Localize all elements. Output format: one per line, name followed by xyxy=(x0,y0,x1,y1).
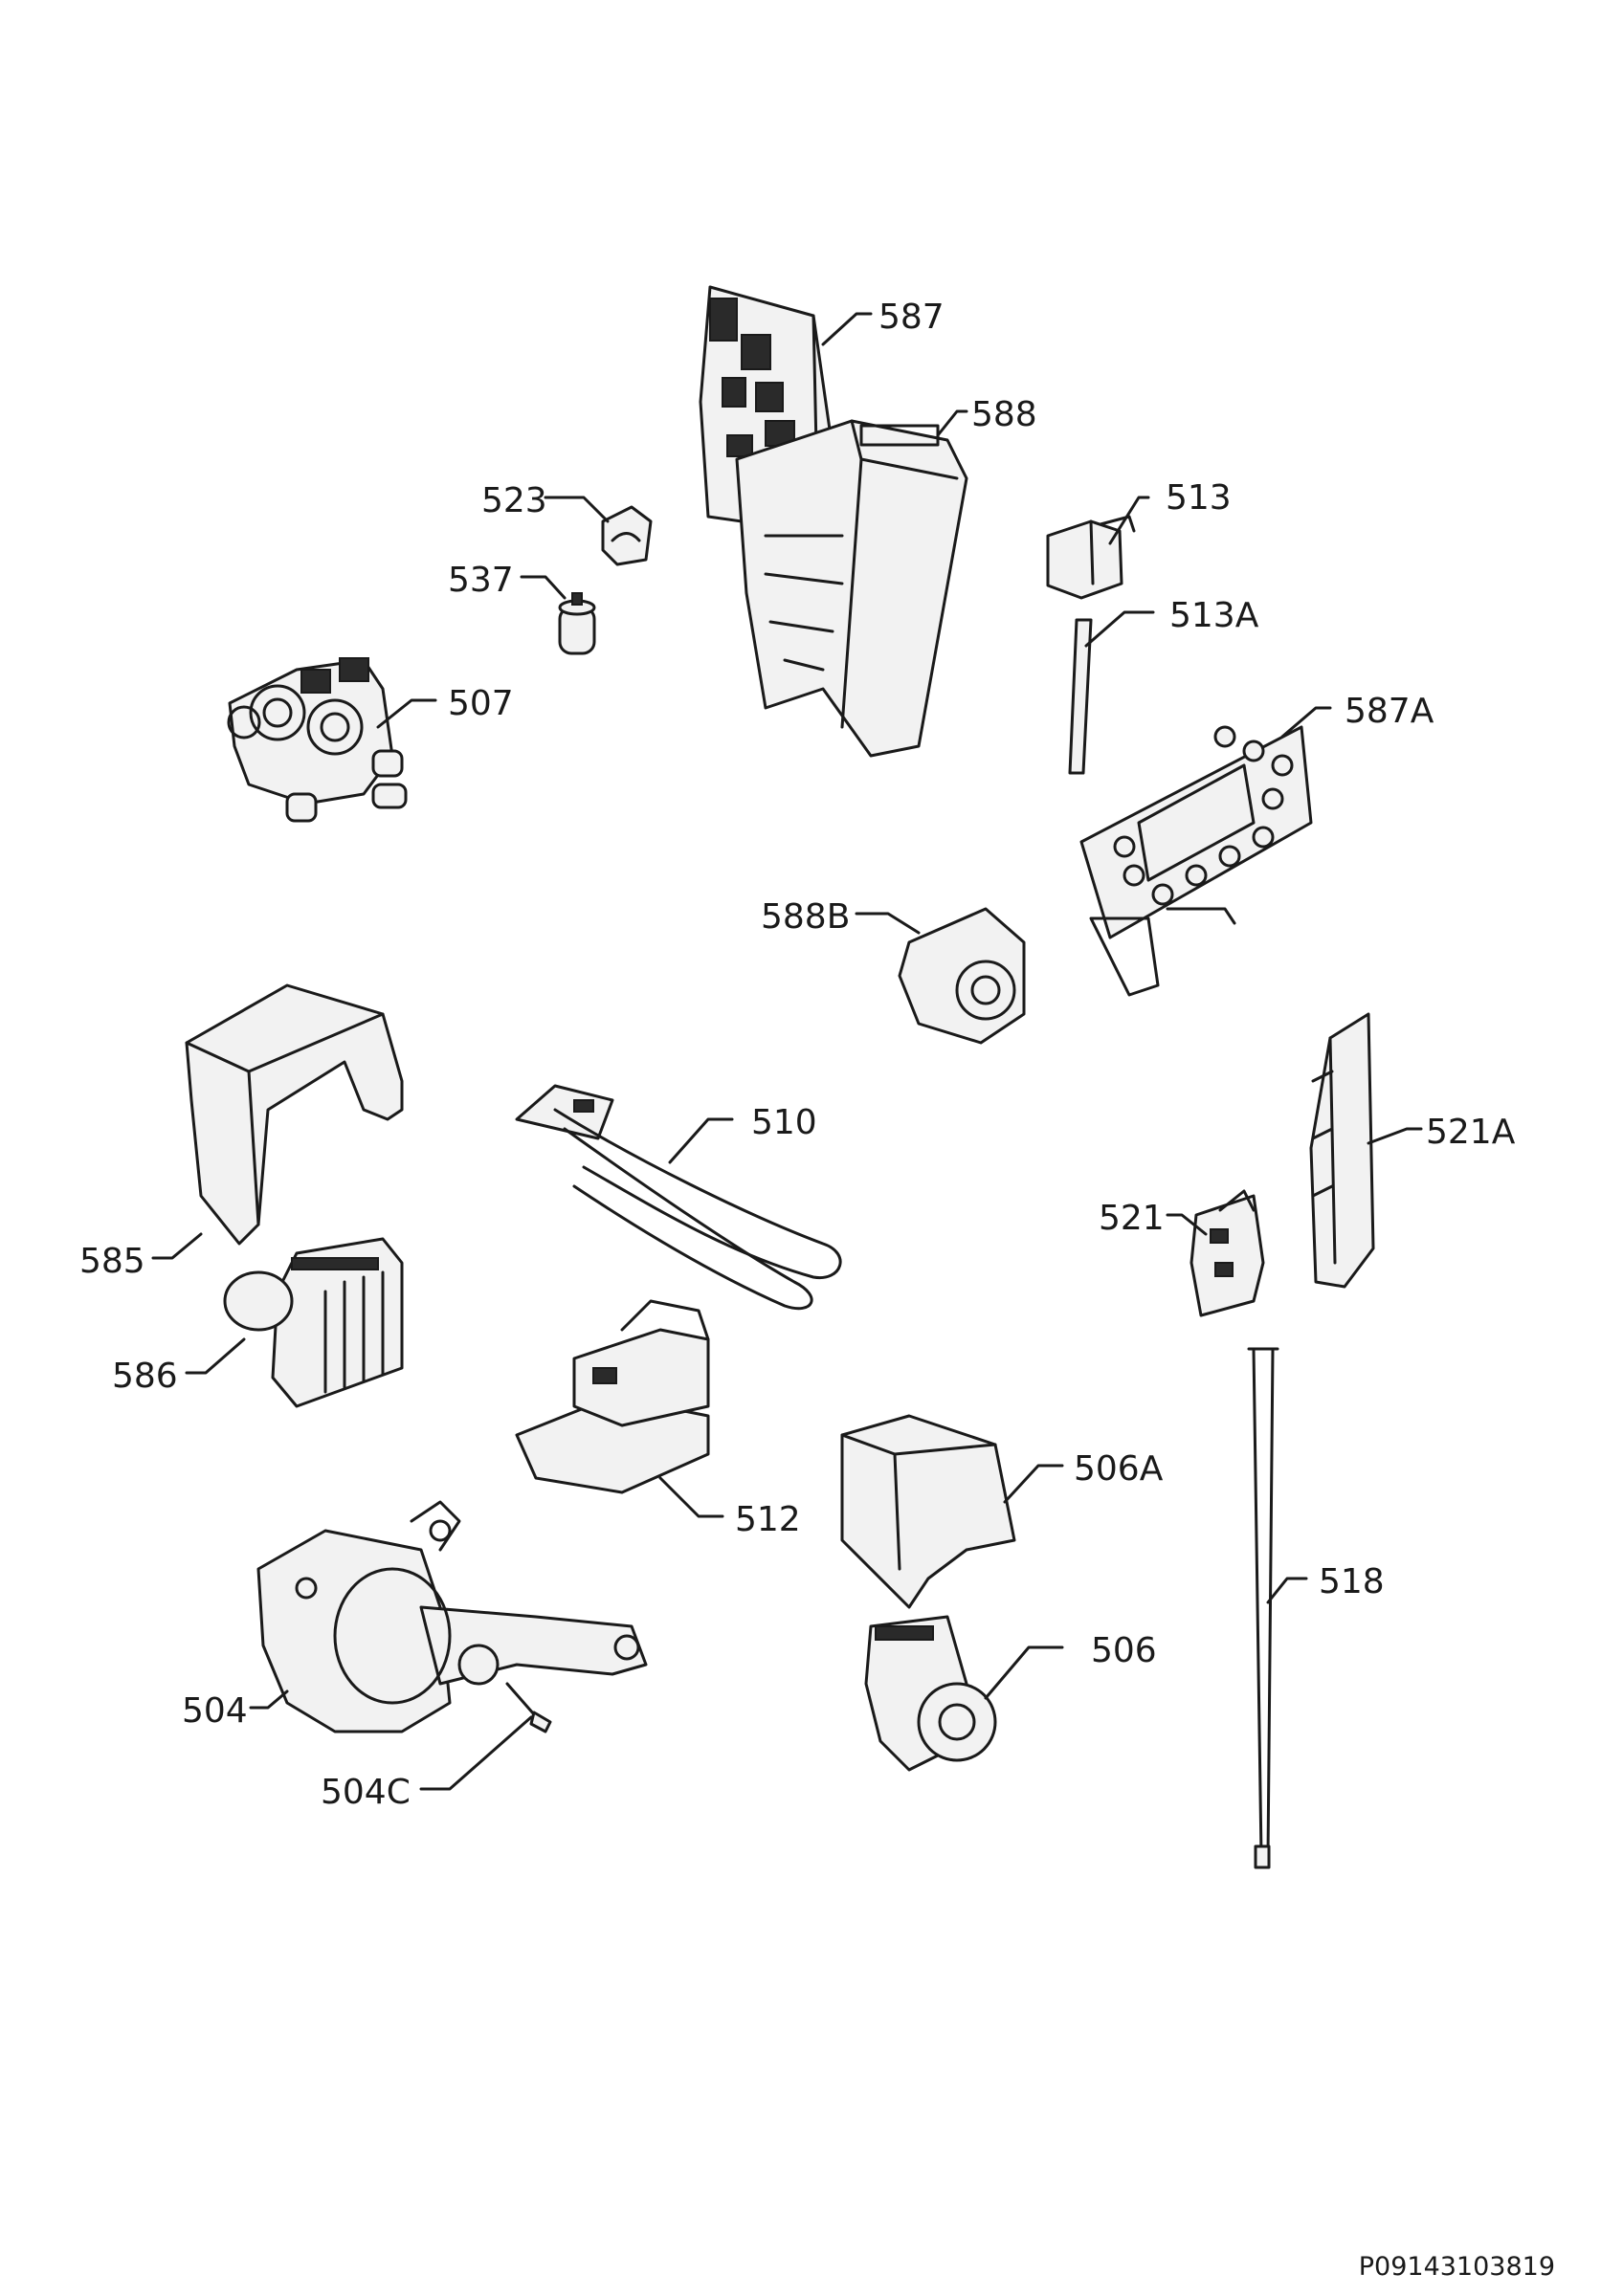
leader-585 xyxy=(151,1232,203,1260)
leader-521A xyxy=(1367,1127,1423,1145)
part-504C-screw[interactable] xyxy=(505,1682,552,1733)
callout-506: 506 xyxy=(1091,1631,1157,1670)
part-537-capacitor[interactable] xyxy=(558,592,596,655)
callout-587: 587 xyxy=(878,298,945,337)
part-521-door-lock[interactable] xyxy=(1189,1189,1265,1317)
callout-506A: 506A xyxy=(1074,1449,1164,1489)
part-588B-pressure-switch[interactable] xyxy=(898,907,1026,1045)
leader-587A xyxy=(1280,706,1332,739)
callout-512: 512 xyxy=(735,1500,801,1539)
part-521A-bracket[interactable] xyxy=(1309,1012,1375,1289)
leader-506 xyxy=(984,1645,1064,1700)
part-518-wire-harness[interactable] xyxy=(1247,1347,1279,1869)
part-513A-rod[interactable] xyxy=(1068,618,1093,775)
callout-521: 521 xyxy=(1099,1199,1165,1238)
part-588-board-housing[interactable] xyxy=(735,419,968,758)
leader-521 xyxy=(1166,1213,1208,1236)
part-523-clip[interactable] xyxy=(601,505,653,566)
part-587A-display-board[interactable] xyxy=(1079,725,1313,997)
part-510-heating-element[interactable] xyxy=(515,1084,842,1311)
leader-506A xyxy=(1003,1464,1064,1504)
callout-504: 504 xyxy=(182,1691,248,1731)
callout-585: 585 xyxy=(79,1242,145,1281)
callout-586: 586 xyxy=(112,1357,178,1396)
leader-518 xyxy=(1266,1577,1308,1604)
leader-587 xyxy=(821,312,873,346)
callout-labels: 587 588 523 537 513 513A 507 587A 588B 5… xyxy=(79,298,1516,1812)
drawing-code: P09143103819 xyxy=(1359,2252,1555,2282)
callout-588B: 588B xyxy=(761,897,850,937)
leader-513A xyxy=(1084,610,1155,648)
leader-lines xyxy=(151,312,1423,1791)
callout-537: 537 xyxy=(448,561,514,600)
leader-504 xyxy=(249,1689,289,1710)
leader-537 xyxy=(520,575,567,600)
part-506-drain-pump[interactable] xyxy=(864,1615,997,1772)
callout-510: 510 xyxy=(751,1103,817,1142)
part-513-sensor[interactable] xyxy=(1046,515,1136,600)
part-585-cover[interactable] xyxy=(185,983,404,1246)
leader-510 xyxy=(668,1117,734,1164)
leader-504C xyxy=(419,1715,533,1791)
callout-507: 507 xyxy=(448,684,514,723)
part-507-inlet-valve[interactable] xyxy=(227,657,408,823)
leader-523 xyxy=(544,496,610,523)
part-506A-pump-cover[interactable] xyxy=(840,1414,1016,1609)
leader-507 xyxy=(376,698,437,729)
callout-587A: 587A xyxy=(1345,692,1434,731)
leader-586 xyxy=(185,1337,246,1375)
callout-513: 513 xyxy=(1166,478,1232,518)
leader-513 xyxy=(1108,496,1150,545)
part-504-motor[interactable] xyxy=(256,1500,648,1733)
part-512-latch[interactable] xyxy=(515,1299,710,1494)
callout-504C: 504C xyxy=(321,1773,411,1812)
leader-588B xyxy=(855,912,921,935)
callout-588: 588 xyxy=(971,395,1037,434)
callout-523: 523 xyxy=(481,481,547,520)
part-586-motor-controller[interactable] xyxy=(223,1237,404,1408)
callout-513A: 513A xyxy=(1169,596,1259,635)
callout-518: 518 xyxy=(1319,1562,1385,1601)
leader-588 xyxy=(936,409,968,437)
callout-521A: 521A xyxy=(1426,1113,1516,1152)
leader-512 xyxy=(658,1476,724,1518)
